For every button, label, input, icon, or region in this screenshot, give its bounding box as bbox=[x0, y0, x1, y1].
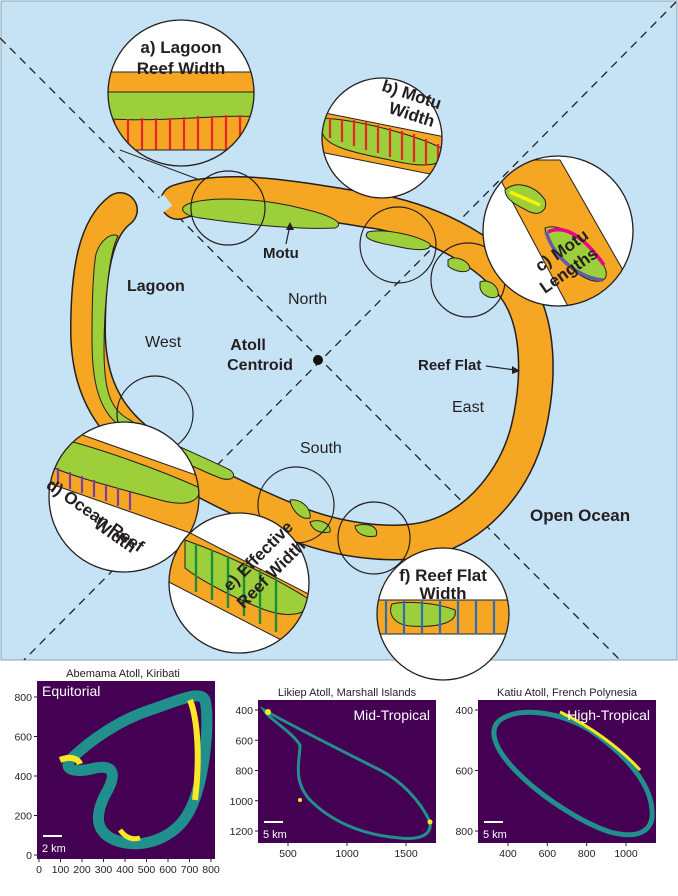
y-tick-label: 200 bbox=[14, 811, 32, 823]
motu-islands bbox=[91, 198, 499, 537]
inset-f-label-line2: Width bbox=[419, 584, 466, 603]
inset-f-label-line1: f) Reef Flat bbox=[399, 566, 487, 585]
y-tick-label: 600 bbox=[455, 766, 473, 778]
zone-east: East bbox=[452, 399, 485, 416]
x-tick-label: 800 bbox=[202, 864, 220, 876]
reef-flat-label: Reef Flat bbox=[418, 357, 481, 374]
map-2-scale: 5 km bbox=[263, 829, 287, 841]
map-likiep: Likiep Atoll, Marshall Islands Mid-Tropi… bbox=[258, 687, 436, 843]
x-tick-label: 400 bbox=[499, 848, 517, 860]
inset-b-motu-width: b) Motu Width bbox=[321, 76, 444, 199]
inset-c-motu-lengths: c) Motu Lengths bbox=[482, 155, 634, 307]
centroid-label-line2: Centroid bbox=[227, 357, 293, 374]
zone-west: West bbox=[145, 334, 182, 351]
x-tick-label: 800 bbox=[578, 848, 596, 860]
x-tick-label: 0 bbox=[36, 864, 42, 876]
map-1-class: Equitorial bbox=[42, 683, 100, 699]
diagonal-line-nw-se bbox=[0, 37, 621, 661]
inset-a-lagoon-reef-width: a) Lagoon Reef Width bbox=[107, 19, 255, 181]
reef-flat-arrow bbox=[485, 365, 516, 371]
centroid-label-line1: Atoll bbox=[230, 337, 266, 354]
inset-f-reef-flat-width: f) Reef Flat Width bbox=[376, 547, 510, 681]
motu-label: Motu bbox=[263, 245, 299, 262]
x-tick-label: 1000 bbox=[614, 848, 638, 860]
y-tick-label: 600 bbox=[14, 732, 32, 744]
x-tick-label: 1000 bbox=[335, 848, 359, 860]
map-abemama: Abemama Atoll, Kiribati Equitorial 2 km bbox=[37, 668, 215, 859]
y-tick-label: 1000 bbox=[230, 796, 254, 808]
y-tick-label: 400 bbox=[14, 771, 32, 783]
x-tick-label: 500 bbox=[138, 864, 156, 876]
map-3-scale: 5 km bbox=[483, 829, 507, 841]
y-tick-label: 800 bbox=[455, 826, 473, 838]
x-tick-label: 300 bbox=[95, 864, 113, 876]
x-tick-label: 200 bbox=[73, 864, 91, 876]
map-1-scale: 2 km bbox=[42, 843, 66, 855]
lagoon-label: Lagoon bbox=[127, 278, 185, 295]
y-tick-label: 400 bbox=[235, 705, 253, 717]
map-3-class: High-Tropical bbox=[567, 707, 650, 723]
map-katiu: Katiu Atoll, French Polynesia High-Tropi… bbox=[478, 687, 656, 843]
zone-south: South bbox=[300, 440, 342, 457]
atoll-centroid-dot bbox=[313, 355, 323, 365]
x-tick-label: 1500 bbox=[394, 848, 418, 860]
map-2-title: Likiep Atoll, Marshall Islands bbox=[278, 687, 417, 699]
open-ocean-label: Open Ocean bbox=[530, 506, 630, 525]
x-tick-label: 500 bbox=[279, 848, 297, 860]
y-tick-label: 800 bbox=[14, 692, 32, 704]
y-tick-label: 0 bbox=[26, 850, 32, 862]
inset-a-label-line1: a) Lagoon bbox=[140, 38, 221, 57]
x-tick-label: 700 bbox=[181, 864, 199, 876]
reef-flat-arrow-head bbox=[512, 366, 520, 374]
map-2-class: Mid-Tropical bbox=[354, 707, 431, 723]
motu-arrow-head bbox=[286, 222, 294, 230]
y-tick-label: 600 bbox=[235, 735, 253, 747]
y-tick-label: 400 bbox=[455, 705, 473, 717]
map-1-title: Abemama Atoll, Kiribati bbox=[66, 668, 180, 680]
inset-a-label-line2: Reef Width bbox=[137, 59, 226, 78]
zone-north: North bbox=[288, 291, 327, 308]
x-tick-label: 600 bbox=[159, 864, 177, 876]
y-tick-label: 1200 bbox=[230, 826, 254, 838]
x-tick-label: 100 bbox=[52, 864, 70, 876]
map-3-title: Katiu Atoll, French Polynesia bbox=[497, 687, 638, 699]
inset-e-effective-reef-width: e) Effective Reef Width bbox=[168, 512, 310, 654]
x-tick-label: 400 bbox=[116, 864, 134, 876]
x-tick-label: 600 bbox=[539, 848, 557, 860]
y-tick-label: 800 bbox=[235, 766, 253, 778]
